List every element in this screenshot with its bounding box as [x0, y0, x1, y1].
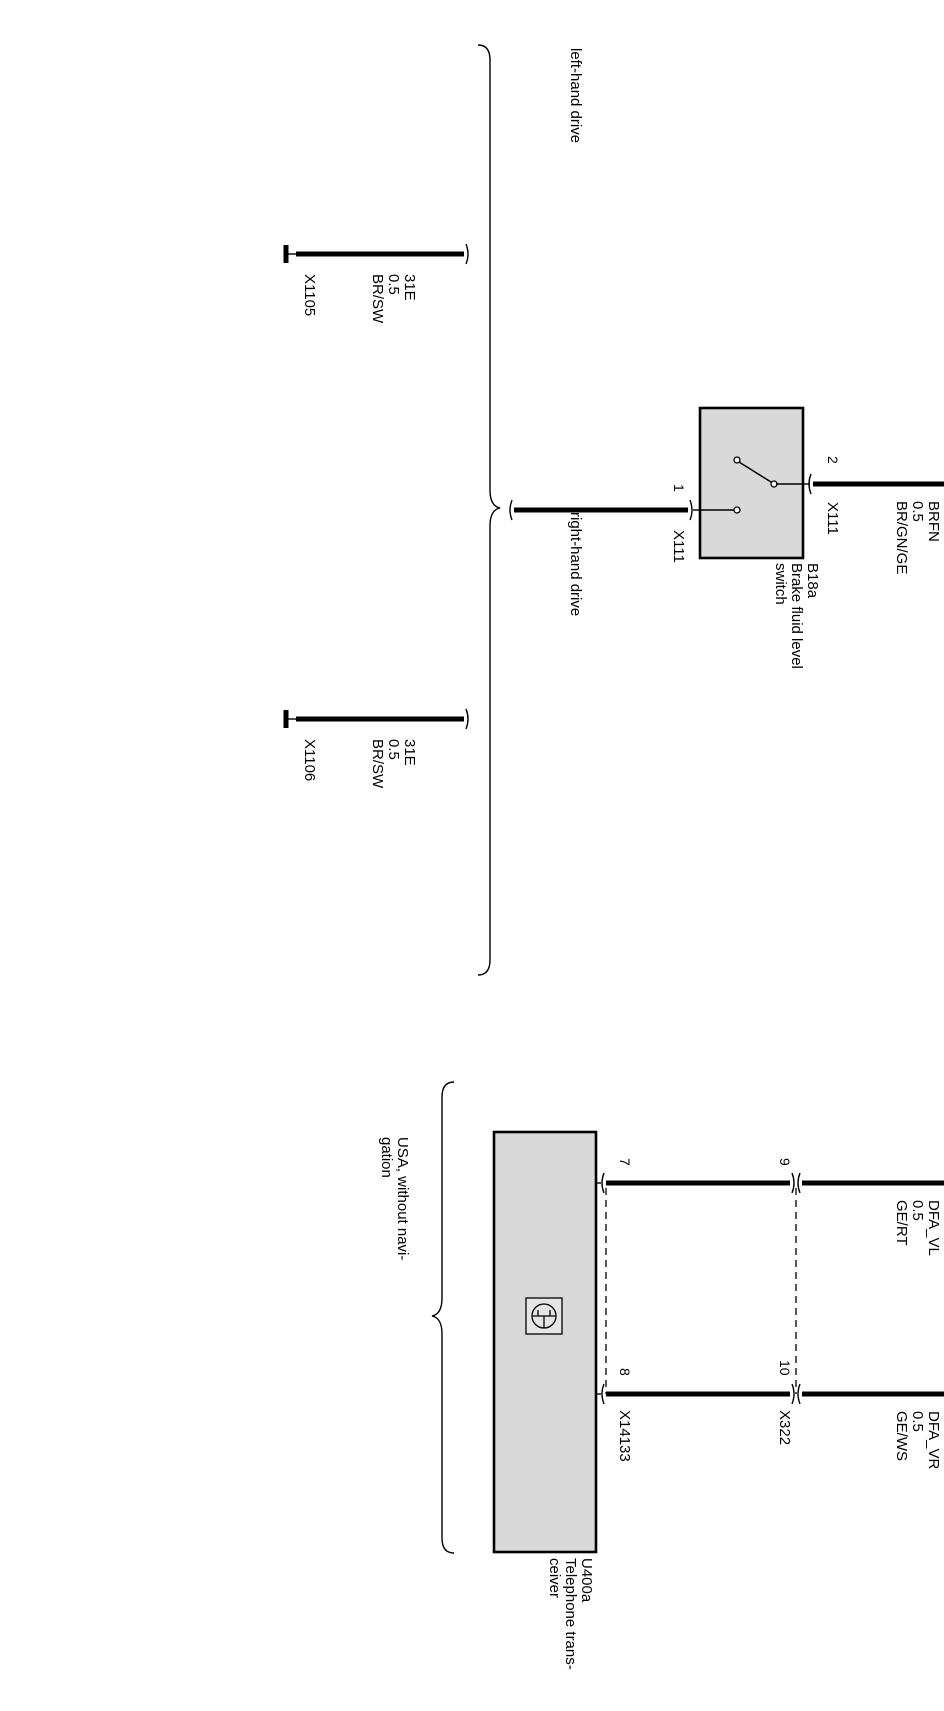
connector-hook-icon — [601, 1172, 605, 1194]
pin-number-label: 10 — [777, 1360, 793, 1376]
ground-point-label: X1105 — [301, 274, 318, 316]
component-name-label: ceiver — [546, 1558, 563, 1598]
wire-size-label: 0.5 — [909, 501, 926, 522]
ground-wire-x1105: 31E 0.5 BR/SW X1105 — [283, 243, 469, 324]
component-u400a — [492, 1130, 598, 1554]
supply-wire-brfn: BRFN 0.5 BR/GN/GE 2 X111 — [803, 456, 944, 574]
connector-hook-icon — [791, 1383, 795, 1405]
variant-label-line-1: USA, without navi- — [394, 1137, 411, 1260]
connector-hook-icon — [689, 499, 693, 521]
wire-color-label: BR/SW — [369, 274, 386, 324]
connector-label-x14133: X14133 — [616, 1410, 633, 1462]
component-id-label: B18a — [804, 563, 821, 599]
wire-color-label: GE/RT — [893, 1200, 910, 1246]
upper-section: left-hand drive right-hand drive 31E 0.5… — [283, 44, 944, 976]
pin-number-label: 1 — [671, 484, 687, 492]
connector-hook-icon — [465, 708, 469, 730]
switch-output-wire: 1 X111 — [509, 484, 700, 563]
wire-signal-label: DFA_VR — [925, 1411, 942, 1470]
variant-label-right-hand-drive: right-hand drive — [567, 512, 584, 616]
connector-hook-icon — [797, 1172, 801, 1194]
component-name-label: Telephone trans- — [562, 1558, 579, 1670]
wire-signal-label: 31E — [401, 274, 418, 301]
component-box — [698, 406, 805, 560]
wire-color-label: BR/GN/GE — [893, 501, 910, 574]
connector-label-x322: X322 — [776, 1410, 793, 1445]
wire-dfa-vl: DFA_VL 0.5 GE/RT 9 7 — [596, 1158, 944, 1256]
pin-number-label: 9 — [777, 1158, 793, 1166]
component-b18a — [698, 406, 805, 560]
connector-label: X111 — [670, 530, 687, 563]
switch-contact-icon — [733, 456, 741, 464]
connector-label: X111 — [824, 502, 841, 535]
connector-hook-icon — [509, 499, 513, 521]
variant-brace-lower — [431, 1081, 455, 1554]
variant-brace-upper — [477, 44, 501, 976]
pin-number-label: 7 — [617, 1158, 633, 1166]
pin-number-label: 8 — [617, 1368, 633, 1376]
ground-point-label: X1106 — [301, 739, 318, 781]
connector-hook-icon — [601, 1383, 605, 1405]
ground-wire-x1106: 31E 0.5 BR/SW X1106 — [283, 708, 469, 789]
lower-section: USA, without navi- gation DFA_ — [378, 1081, 944, 1670]
wire-size-label: 0.5 — [909, 1411, 926, 1432]
component-box — [492, 1130, 598, 1554]
telephone-icon — [525, 1297, 563, 1335]
connector-hook-icon — [797, 1383, 801, 1405]
component-id-label: U400a — [578, 1558, 595, 1603]
component-name-label: Brake fluid level — [788, 563, 805, 669]
wire-dfa-vr: DFA_VR 0.5 GE/WS 10 8 — [596, 1360, 944, 1470]
wire-color-label: BR/SW — [369, 739, 386, 789]
pin-number-label: 2 — [825, 456, 841, 464]
wire-size-label: 0.5 — [385, 274, 402, 295]
wire-size-label: 0.5 — [385, 739, 402, 760]
wire-size-label: 0.5 — [909, 1200, 926, 1221]
component-name-label: switch — [772, 563, 789, 605]
switch-contact-icon — [733, 506, 741, 514]
variant-label-left-hand-drive: left-hand drive — [567, 48, 584, 143]
variant-label-line-2: gation — [378, 1137, 395, 1178]
wire-signal-label: 31E — [401, 739, 418, 766]
wire-signal-label: BRFN — [925, 501, 942, 542]
wire-signal-label: DFA_VL — [925, 1200, 942, 1256]
connector-hook-icon — [791, 1172, 795, 1194]
connector-hook-icon — [465, 243, 469, 265]
switch-lever-icon — [738, 461, 772, 483]
wire-color-label: GE/WS — [893, 1411, 910, 1461]
